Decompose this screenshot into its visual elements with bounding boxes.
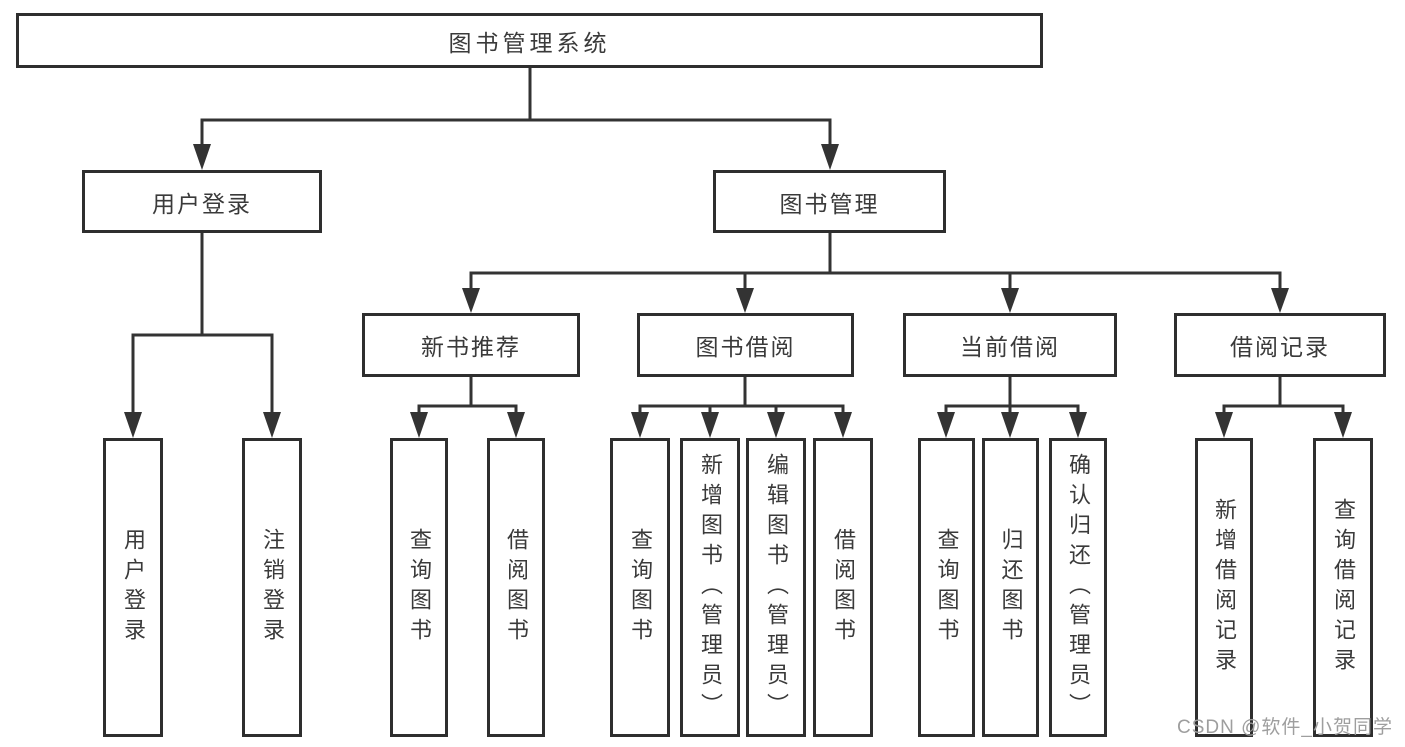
leaf-edit-book-admin: 编辑图书（管理员）	[746, 438, 806, 737]
node-book-borrowing: 图书借阅	[637, 313, 854, 377]
node-label: 借阅图书	[504, 527, 529, 648]
edges-root	[193, 66, 839, 170]
edges-borrowing-records	[1215, 375, 1352, 438]
node-label: 图书借阅	[695, 334, 796, 360]
node-label: 图书管理	[779, 190, 880, 217]
leaf-query-books-borrow: 查询图书	[610, 438, 670, 737]
leaf-query-borrow-record: 查询借阅记录	[1313, 438, 1373, 737]
node-label: 查询图书	[407, 527, 432, 648]
node-label: 编辑图书（管理员）	[764, 452, 789, 723]
leaf-query-books-current: 查询图书	[918, 438, 975, 737]
csdn-watermark: CSDN @软件_小贺同学	[1177, 717, 1393, 738]
node-label: 借阅记录	[1230, 334, 1330, 360]
node-label: 借阅图书	[831, 527, 856, 648]
leaf-query-books-recommend: 查询图书	[390, 438, 448, 737]
node-label: 查询借阅记录	[1331, 497, 1356, 678]
node-label: 新增借阅记录	[1212, 497, 1237, 678]
node-current-borrowing: 当前借阅	[903, 313, 1117, 377]
node-label: 确认归还（管理员）	[1066, 452, 1091, 723]
node-user-login: 用户登录	[82, 170, 322, 233]
leaf-add-borrow-record: 新增借阅记录	[1195, 438, 1253, 737]
leaf-user-login: 用户登录	[103, 438, 163, 737]
node-borrowing-records: 借阅记录	[1174, 313, 1386, 377]
node-new-book-recommendation: 新书推荐	[362, 313, 580, 377]
node-root-system: 图书管理系统	[16, 13, 1043, 68]
node-label: 查询图书	[628, 527, 653, 648]
node-label: 新书推荐	[421, 334, 521, 360]
node-label: 查询图书	[934, 527, 960, 648]
node-label: 图书管理系统	[448, 29, 611, 56]
leaf-borrow-books-recommend: 借阅图书	[487, 438, 545, 737]
edges-book-borrowing	[631, 375, 852, 438]
edges-new-book-recommendation	[410, 375, 525, 438]
node-label: 当前借阅	[960, 334, 1060, 360]
edges-book-management	[462, 231, 1289, 313]
leaf-add-book-admin: 新增图书（管理员）	[680, 438, 740, 737]
edges-current-borrowing	[937, 375, 1087, 438]
node-label: 用户登录	[121, 527, 146, 648]
leaf-confirm-return-admin: 确认归还（管理员）	[1049, 438, 1107, 737]
node-label: 归还图书	[998, 527, 1024, 648]
node-label: 用户登录	[152, 190, 252, 217]
leaf-return-books: 归还图书	[982, 438, 1039, 737]
node-label: 新增图书（管理员）	[698, 452, 723, 723]
node-label: 注销登录	[260, 527, 285, 648]
node-book-management: 图书管理	[713, 170, 946, 233]
leaf-borrow-books: 借阅图书	[813, 438, 873, 737]
edges-user-login	[124, 231, 281, 438]
leaf-logout: 注销登录	[242, 438, 302, 737]
